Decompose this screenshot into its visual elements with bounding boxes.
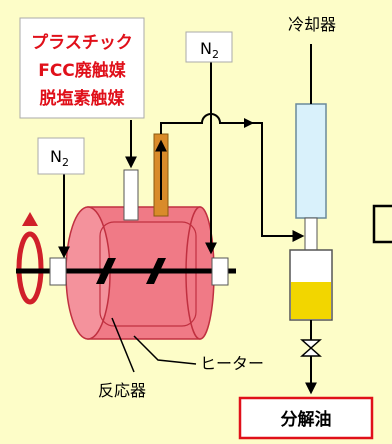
feed-line-2: FCC廃触媒 (38, 60, 127, 81)
feed-label-box (19, 17, 145, 119)
condenser-outlet (304, 217, 318, 251)
feed-line-1: プラスチック (31, 32, 133, 53)
reactor-label: 反応器 (98, 381, 146, 400)
n2-left-box (37, 137, 85, 175)
rotation-arrow-icon (16, 212, 44, 305)
vapor-line (160, 113, 305, 242)
cooler-label: 冷却器 (288, 15, 336, 34)
n2-left-label: N2 (50, 147, 69, 169)
product-label: 分解油 (281, 409, 332, 430)
valve-icon (300, 339, 322, 357)
left-bearing (49, 257, 67, 286)
reactor-leader (111, 317, 135, 373)
n2-top-label: N2 (200, 39, 219, 61)
feed-line-3: 脱塩素触媒 (40, 88, 126, 109)
heater-label: ヒーター (200, 354, 264, 373)
bracket-edge (372, 204, 392, 244)
feed-port (123, 169, 139, 221)
oil-level (291, 282, 331, 319)
condenser (295, 103, 327, 219)
mixing-blade (146, 258, 166, 284)
n2-top-box (185, 31, 233, 63)
product-box (238, 396, 374, 440)
mixing-blade (96, 258, 116, 284)
heater-leader (133, 335, 197, 365)
right-bearing (211, 257, 229, 286)
flow-direction-icon (244, 118, 254, 128)
